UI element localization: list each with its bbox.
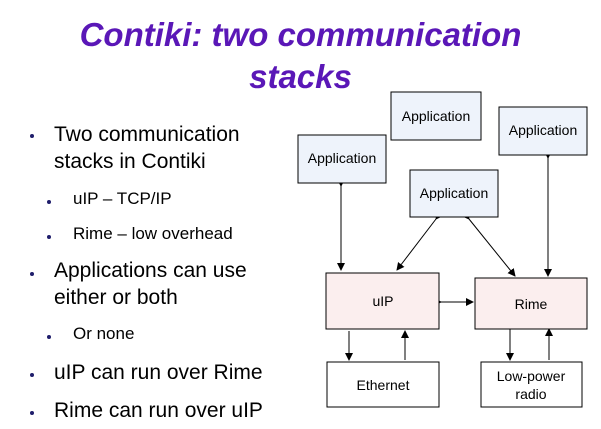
bullet-dot [30, 134, 34, 138]
app-box-left: Application [297, 134, 387, 184]
bullet-dot [30, 272, 34, 276]
arrow-app-center-rime [461, 211, 516, 277]
app-box-top-label: Application [402, 108, 471, 124]
bullet-item: Two communication stacks in Contiki [54, 121, 304, 175]
app-box-right-label: Application [509, 122, 578, 138]
bullet-line: either or both [54, 286, 178, 309]
bullet-item: uIP can run over Rime [54, 361, 263, 384]
app-box-center-label: Application [420, 185, 489, 201]
uip-box-label: uIP [372, 293, 393, 309]
sub-bullet-item: uIP – TCP/IP [73, 189, 172, 208]
ethernet-box-label: Ethernet [357, 377, 410, 393]
bullet-line: stacks in Contiki [54, 150, 206, 173]
arrow-app-center-uip [396, 211, 444, 271]
ethernet-box: Ethernet [326, 361, 440, 408]
uip-box: uIP [325, 272, 440, 330]
bullet-dot [30, 411, 34, 415]
app-box-top: Application [390, 91, 482, 141]
low-power-radio-box: Low-power radio [480, 361, 583, 408]
bullet-item: Applications can use either or both [54, 257, 304, 311]
radio-box-label-line2: radio [515, 386, 546, 402]
bullet-line: Applications can use [54, 259, 247, 282]
sub-bullet-dot [47, 235, 51, 239]
bullet-line: Two communication [54, 123, 240, 146]
sub-bullet-item: Or none [73, 324, 135, 343]
bullet-dot [30, 373, 34, 377]
slide-title-line1: Contiki: two communication [79, 16, 522, 53]
rime-box: Rime [474, 277, 588, 330]
slide-title: Contiki: two communication stacks [0, 14, 601, 98]
sub-bullet-item: Rime – low overhead [73, 224, 233, 243]
sub-bullet-dot [47, 200, 51, 204]
radio-box-label-line1: Low-power [497, 368, 566, 384]
slide-title-line2: stacks [249, 58, 352, 95]
sub-bullet-dot [47, 335, 51, 339]
app-box-right: Application [498, 106, 588, 156]
app-box-left-label: Application [308, 150, 377, 166]
rime-box-label: Rime [515, 296, 548, 312]
bullet-item: Rime can run over uIP [54, 399, 263, 422]
app-box-center: Application [409, 169, 499, 218]
